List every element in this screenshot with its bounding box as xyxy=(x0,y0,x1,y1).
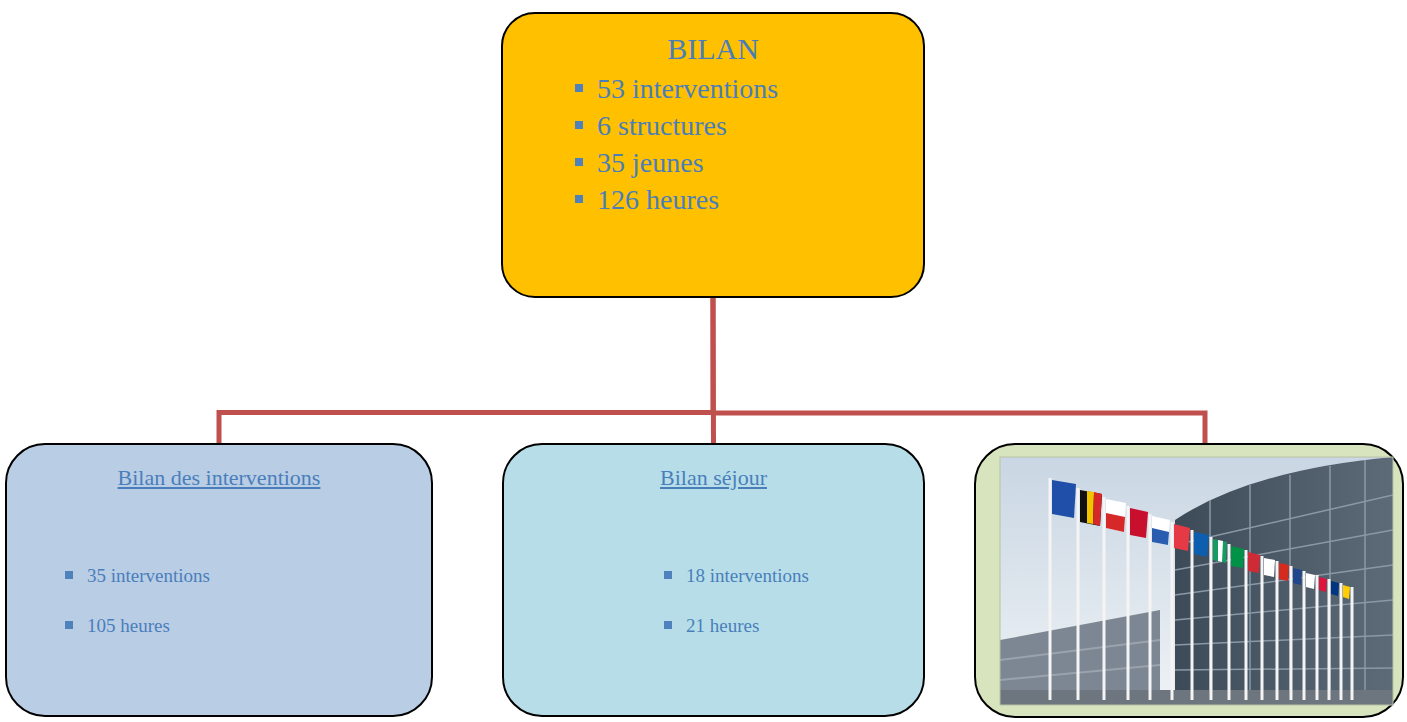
summary-box: Bilan séjour 18 interventions 21 heures xyxy=(502,443,925,717)
bullet-square xyxy=(664,621,672,629)
summary-box: Bilan des interventions 35 interventions 1… xyxy=(5,443,433,717)
bullet-text: 18 interventions xyxy=(686,565,809,586)
parliament-photo xyxy=(1000,457,1393,705)
bullet-text: 53 interventions xyxy=(597,73,778,104)
photo-box xyxy=(975,444,1403,717)
bullet-text: 6 structures xyxy=(597,110,727,141)
bullet-item: 18 interventions xyxy=(504,551,923,601)
summary-box: BILAN 53 interventions 6 structures 35 jeun… xyxy=(501,12,925,298)
branch-line xyxy=(713,413,1205,443)
bullet-text: 105 heures xyxy=(87,615,170,636)
bullet-item: 35 interventions xyxy=(7,551,431,601)
bullet-square xyxy=(664,571,672,579)
bullet-text: 126 heures xyxy=(597,184,719,215)
bullet-square xyxy=(575,195,583,203)
tree-connector xyxy=(219,298,713,443)
bullet-square xyxy=(65,621,73,629)
bullet-item: 6 structures xyxy=(503,107,923,144)
bullet-square xyxy=(575,121,583,129)
bullet-item: 126 heures xyxy=(503,181,923,218)
box-heading: Bilan des interventions xyxy=(7,463,431,493)
box-heading: Bilan séjour xyxy=(504,463,923,493)
bullet-text: 35 interventions xyxy=(87,565,210,586)
bullet-item: 35 jeunes xyxy=(503,144,923,181)
tree-connector xyxy=(711,298,717,443)
bullet-text: 35 jeunes xyxy=(597,147,704,178)
bullet-square xyxy=(575,84,583,92)
bullet-item: 53 interventions xyxy=(503,70,923,107)
bullet-item: 105 heures xyxy=(7,601,431,651)
box-heading: BILAN xyxy=(503,30,923,68)
bullet-item: 21 heures xyxy=(504,601,923,651)
bullet-square xyxy=(65,571,73,579)
bullet-text: 21 heures xyxy=(686,615,759,636)
bullet-square xyxy=(575,158,583,166)
